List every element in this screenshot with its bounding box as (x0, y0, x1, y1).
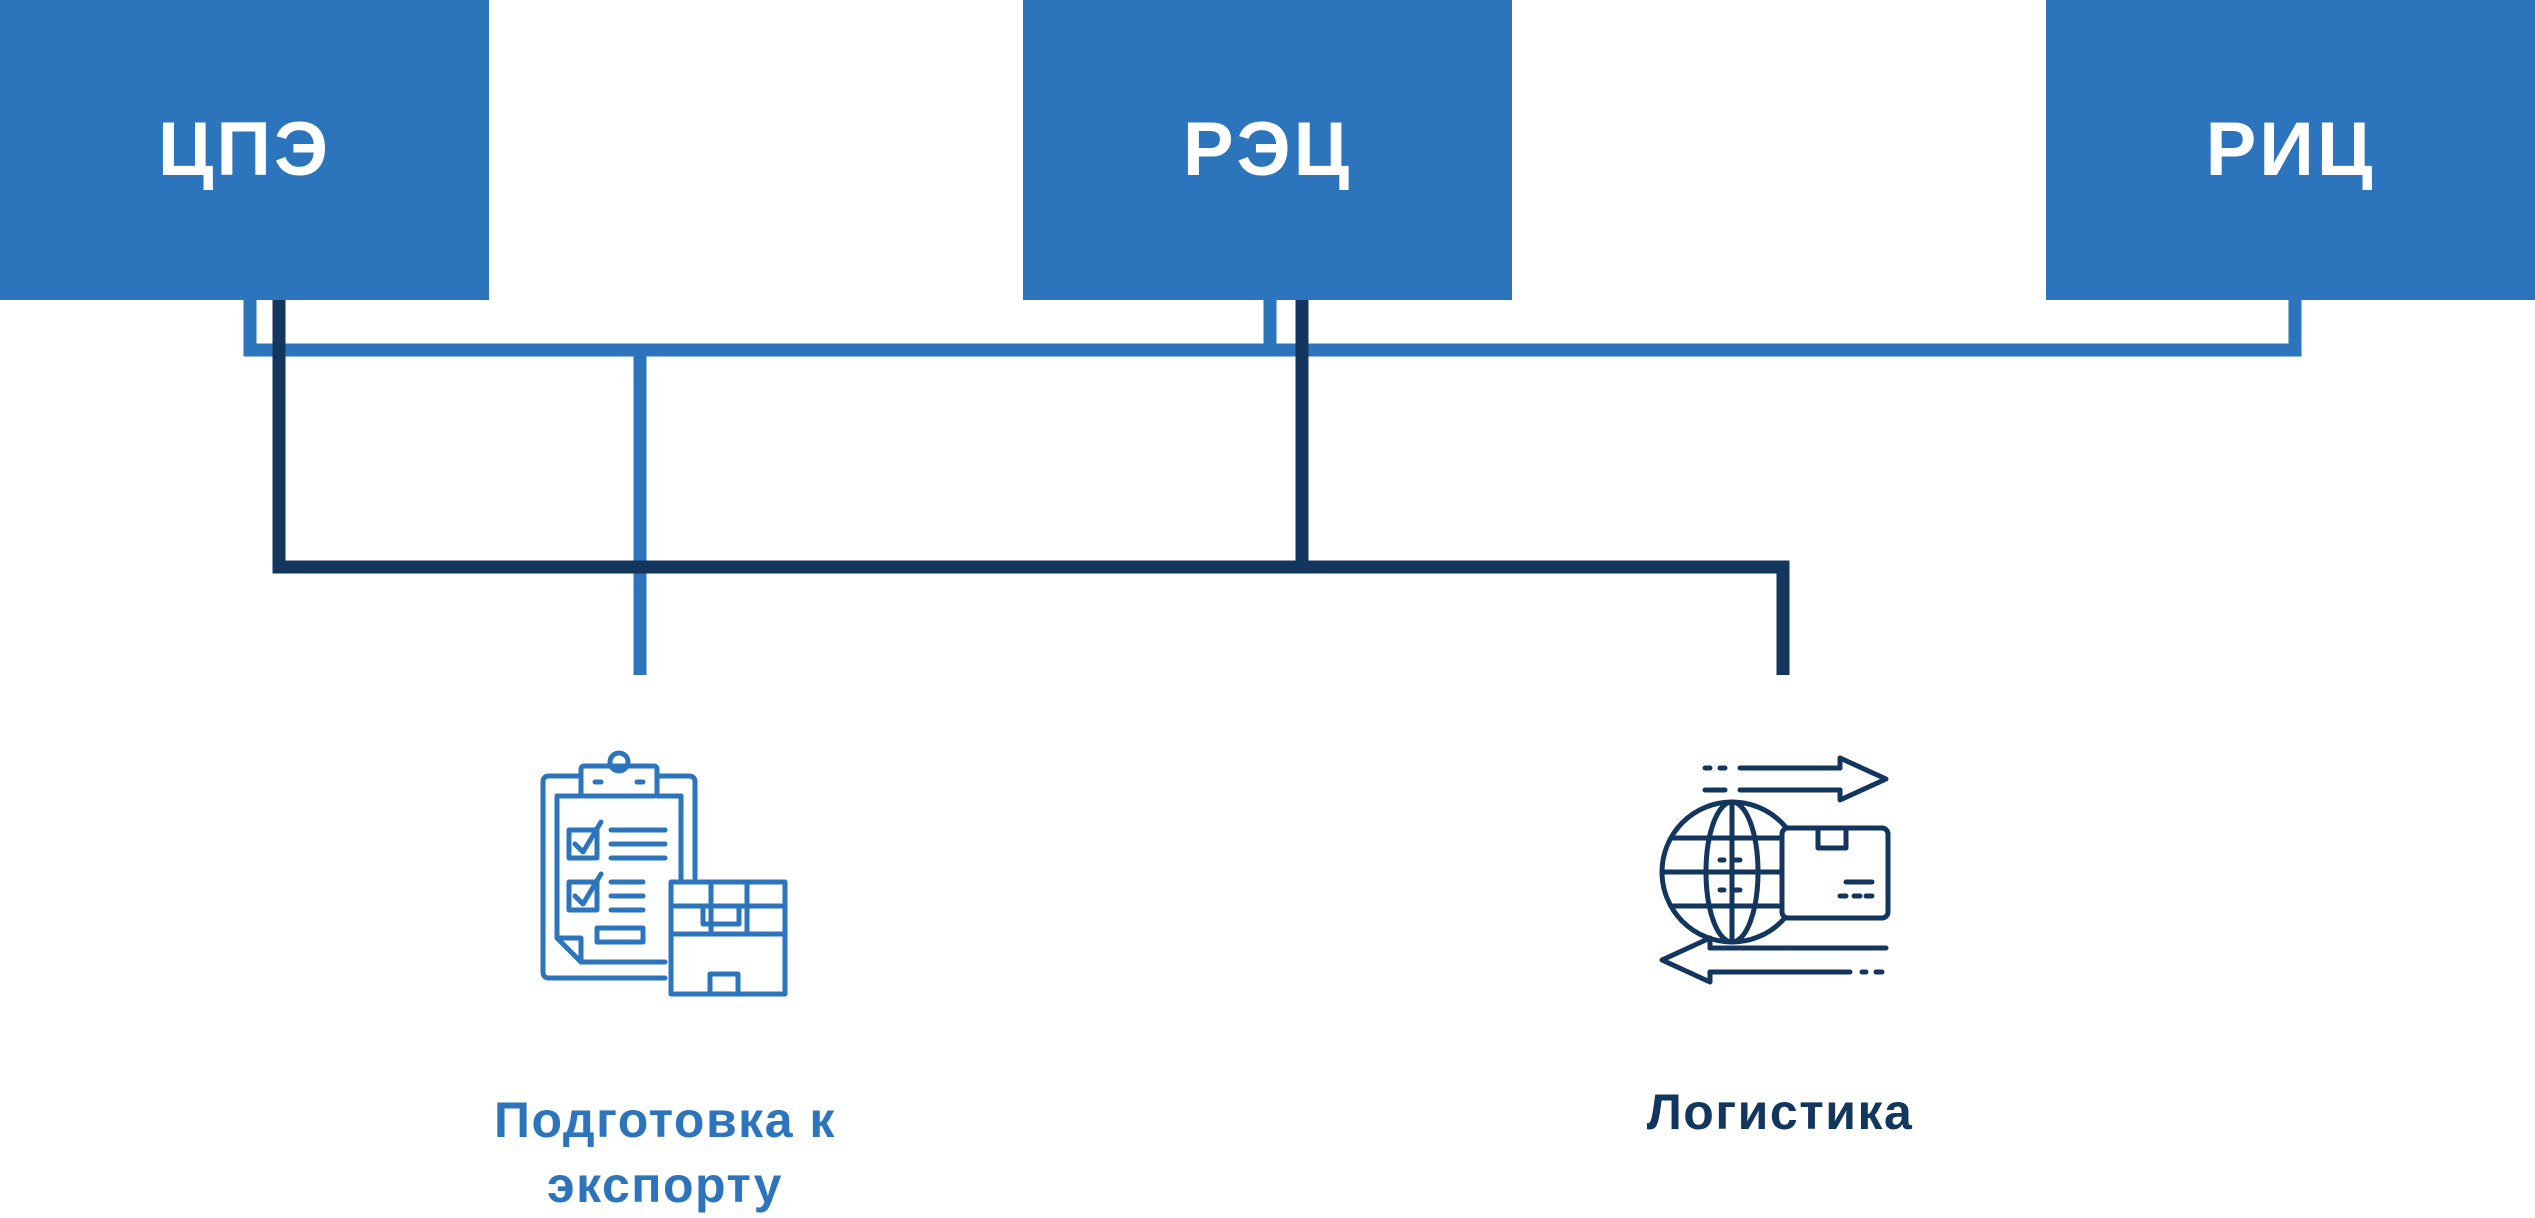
node-box-cpe: ЦПЭ (0, 0, 489, 300)
dark-bus-line (272, 298, 1790, 675)
node-label-ric: РИЦ (2205, 107, 2376, 192)
light-blue-connector (243, 298, 2302, 675)
clipboard-checklist-icon (540, 750, 788, 997)
globe-parcel-icon (1659, 755, 1891, 985)
node-box-ric: РИЦ (2046, 0, 2535, 300)
node-label-rec: РЭЦ (1182, 107, 1353, 192)
node-label-cpe: ЦПЭ (157, 107, 332, 192)
dark-navy-connector (272, 298, 1790, 675)
node-box-rec: РЭЦ (1023, 0, 1512, 300)
outcome-label-export-prep: Подготовка к экспорту (494, 1092, 836, 1213)
outcome-label-logistics: Логистика (1646, 1084, 1914, 1140)
